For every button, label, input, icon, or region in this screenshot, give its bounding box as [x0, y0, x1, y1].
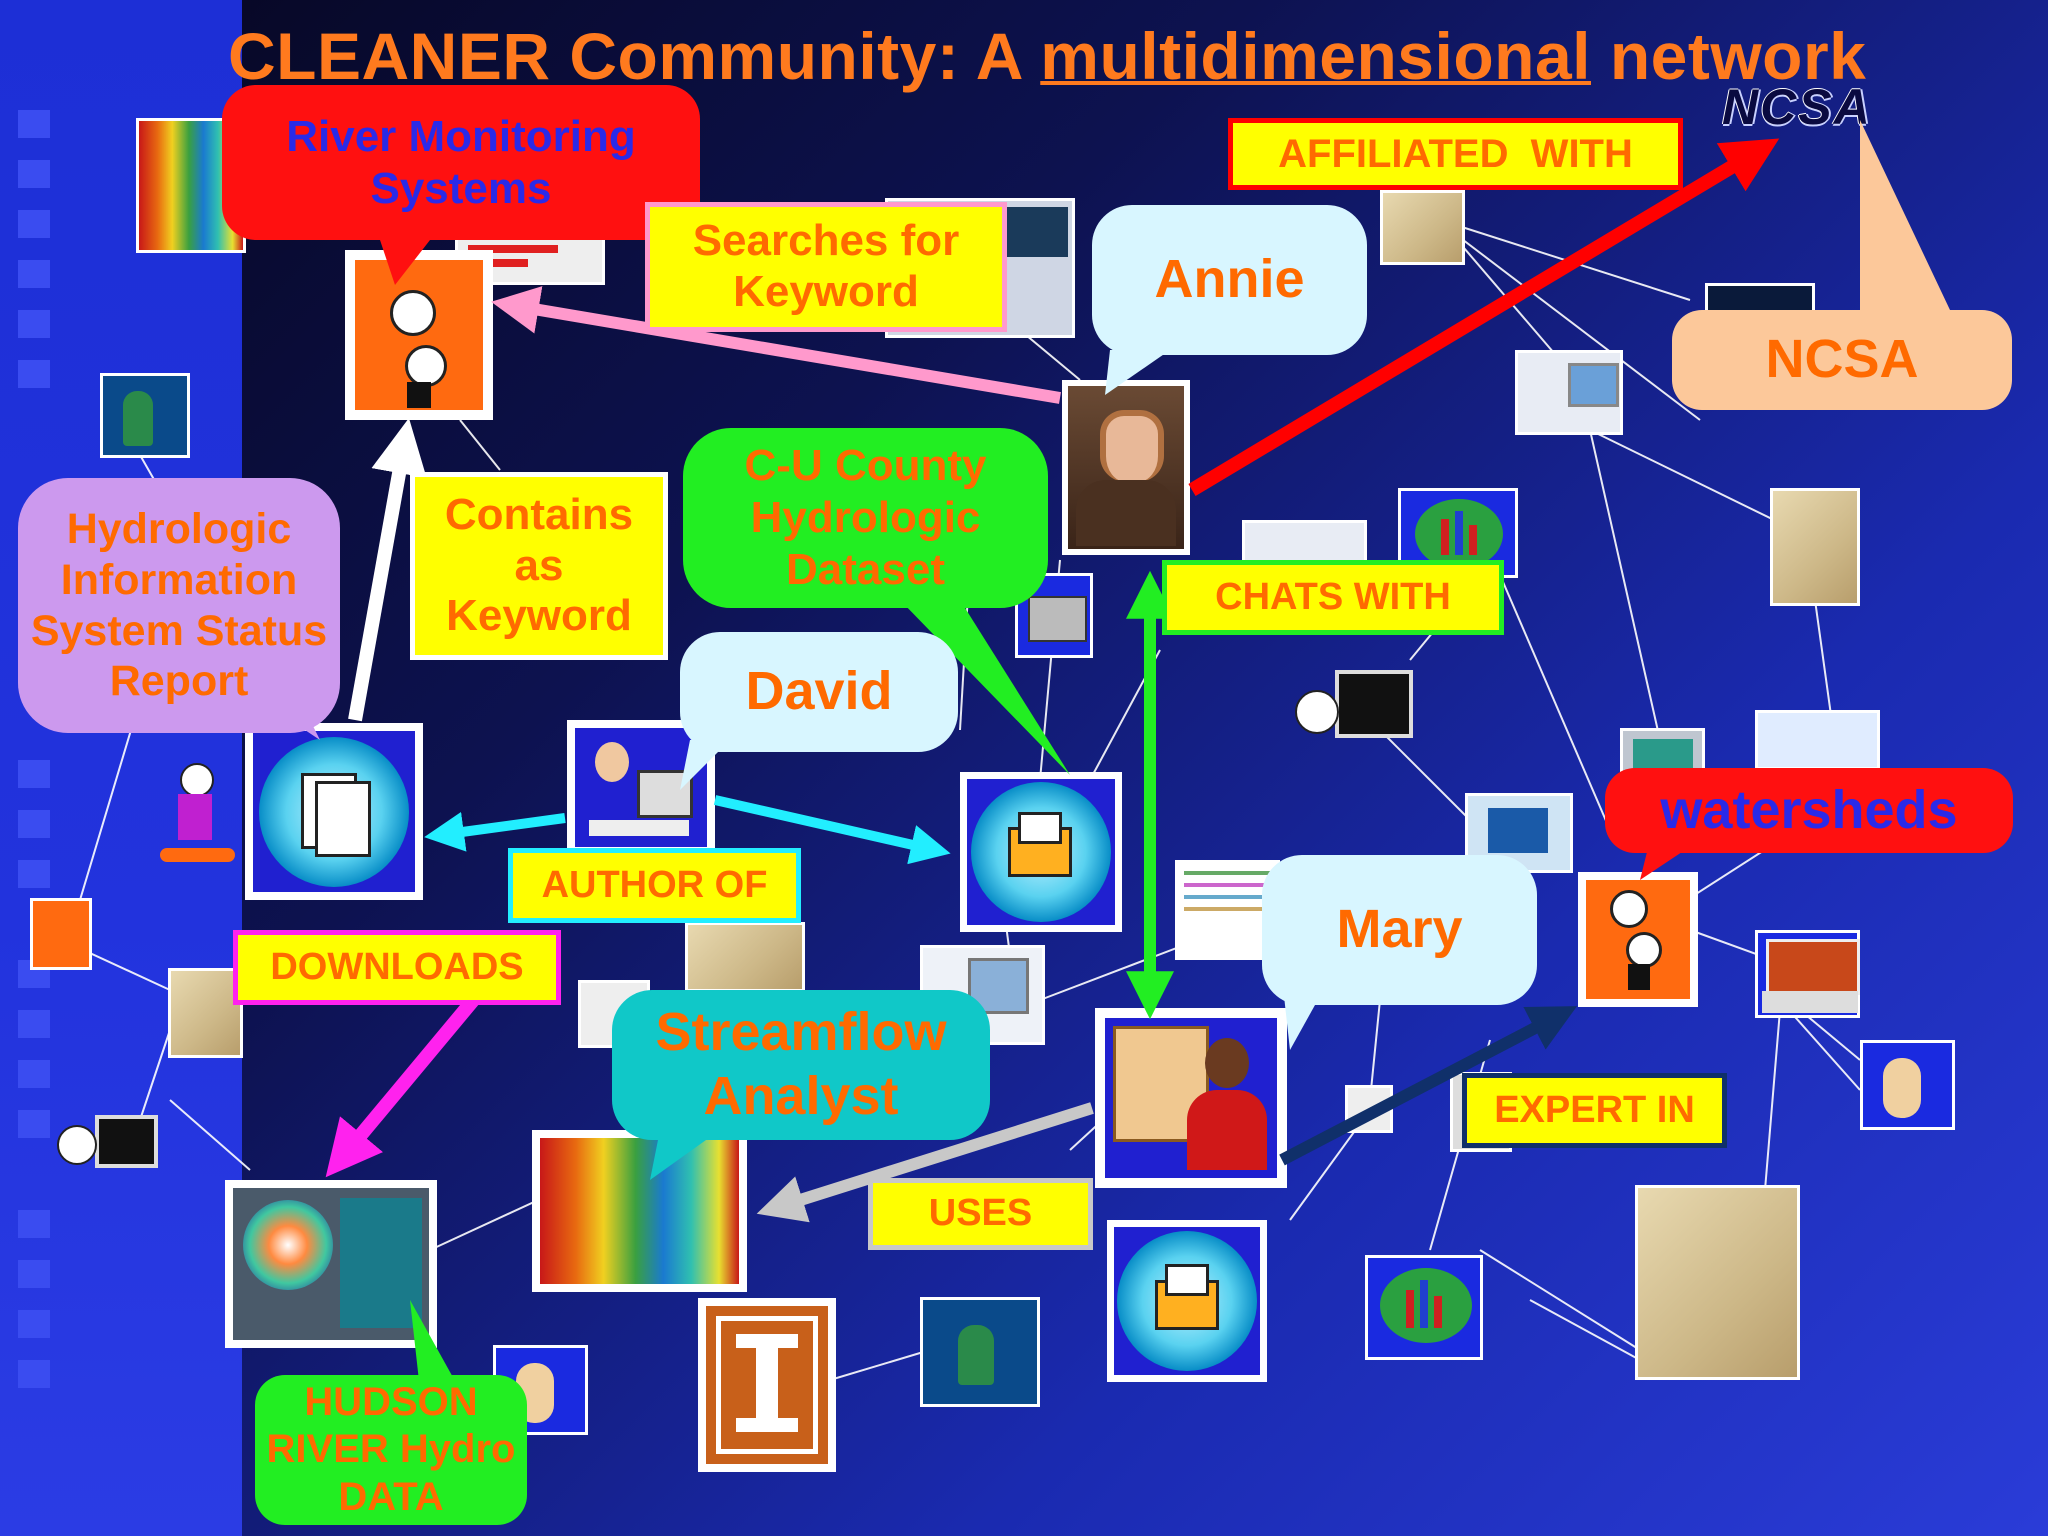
cartoon-computer-icon-left — [55, 1115, 158, 1175]
annie-photo — [1062, 380, 1190, 555]
david-bubble: David — [680, 632, 958, 752]
searches-for-keyword-label: Searches for Keyword — [645, 202, 1007, 332]
person-at-desk-icon-right — [1860, 1040, 1955, 1130]
folder-node-bottom — [1107, 1220, 1267, 1382]
we-the-people-document — [1635, 1185, 1800, 1380]
computer-user-icon-bottom — [920, 1297, 1040, 1407]
computer-monitor-icon-right — [1515, 350, 1623, 435]
hudson-data-bubble: HUDSON RIVER Hydro DATA — [255, 1375, 527, 1525]
affiliated-with-label: AFFILIATED WITH — [1228, 118, 1683, 190]
contains-as-keyword-label: Contains as Keyword — [410, 472, 668, 660]
watersheds-bubble: watersheds — [1605, 768, 2013, 853]
expert-in-label: EXPERT IN — [1462, 1073, 1727, 1148]
laptop-icon-right — [1755, 930, 1860, 1018]
certificate-thumbnail-right — [1770, 488, 1860, 606]
annie-bubble: Annie — [1092, 205, 1367, 355]
hydrologic-report-bubble: Hydrologic Information System Status Rep… — [18, 478, 340, 733]
cartoon-computer-icon — [1290, 665, 1415, 755]
author-of-label: AUTHOR OF — [508, 848, 801, 923]
contains-as-keyword-arrow — [348, 417, 427, 722]
page-title: CLEANER Community: A multidimensional ne… — [228, 19, 1867, 93]
skateboard-kid-icon — [150, 758, 245, 888]
chats-with-label: CHATS WITH — [1162, 560, 1504, 635]
river-monitoring-bubble: River Monitoring Systems — [222, 85, 700, 240]
idea-person-node-right — [1578, 872, 1698, 1007]
uses-label: USES — [868, 1178, 1093, 1250]
mary-bubble: Mary — [1262, 855, 1537, 1005]
report-document-node — [245, 723, 423, 900]
david-computer-node — [567, 720, 715, 855]
author-of-arrow-left — [424, 811, 566, 852]
ncsa-bubble: NCSA — [1672, 310, 2012, 410]
certificate-thumbnail-top-right — [1380, 190, 1465, 265]
bar-chart-easel-icon-bottom — [1365, 1255, 1483, 1360]
downloads-arrow — [325, 987, 486, 1178]
cu-county-dataset-bubble: C-U County Hydrologic Dataset — [683, 428, 1048, 608]
hudson-data-screenshot — [225, 1180, 437, 1348]
affiliated-with-arrow — [1188, 138, 1780, 497]
streamflow-analyst-bubble: Streamflow Analyst — [612, 990, 990, 1140]
searches-for-arrow — [491, 286, 1062, 404]
idea-person-icon-small — [30, 898, 92, 970]
author-of-arrow-right — [713, 795, 951, 865]
ncsa-logo: NCSA — [1722, 79, 1872, 135]
certificate-thumbnail-center — [685, 922, 805, 992]
uses-arrow — [756, 1102, 1094, 1223]
university-logo — [698, 1298, 836, 1472]
idea-person-node-top — [345, 250, 493, 420]
computer-user-icon-left — [100, 373, 190, 458]
dataset-folder-node — [960, 772, 1122, 932]
downloads-label: DOWNLOADS — [233, 930, 561, 1005]
expert-in-arrow — [1279, 1006, 1578, 1166]
mary-calculator-node — [1095, 1008, 1287, 1188]
parchment-thumbnail-left — [168, 968, 243, 1058]
